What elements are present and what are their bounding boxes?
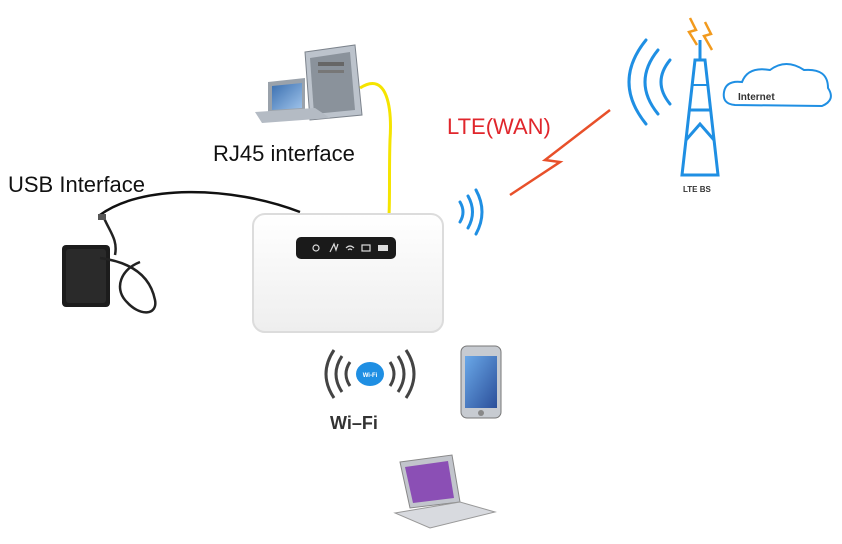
lte-wan-label: LTE(WAN) <box>447 114 551 139</box>
wifi-logo-icon: Wi-Fi <box>324 349 416 399</box>
router-signal-waves <box>458 188 484 236</box>
lte-bs-label: LTE BS <box>683 185 711 194</box>
usb-cable <box>99 190 301 217</box>
svg-text:Wi-Fi: Wi-Fi <box>363 373 378 379</box>
signal-icon <box>329 242 339 253</box>
usb-charger-icon <box>62 214 157 314</box>
lightning-icon <box>687 17 699 46</box>
desktop-computer-icon <box>255 44 363 123</box>
internet-label: Internet <box>738 92 775 103</box>
usb-interface-label: USB Interface <box>8 172 145 197</box>
rj45-cable <box>359 82 392 216</box>
cell-tower-icon <box>627 17 720 177</box>
smartphone-icon <box>460 345 502 419</box>
power-icon <box>312 244 320 252</box>
battery-icon <box>378 245 388 251</box>
mobile-router-icon <box>252 213 444 333</box>
cloud-icon <box>722 63 832 108</box>
rj45-interface-label: RJ45 interface <box>213 141 355 166</box>
message-icon <box>361 244 371 252</box>
wifi-label: Wi–Fi <box>330 413 378 433</box>
laptop-icon <box>393 454 497 529</box>
lte-wan-bolt <box>509 109 611 197</box>
wifi-icon <box>345 245 355 251</box>
